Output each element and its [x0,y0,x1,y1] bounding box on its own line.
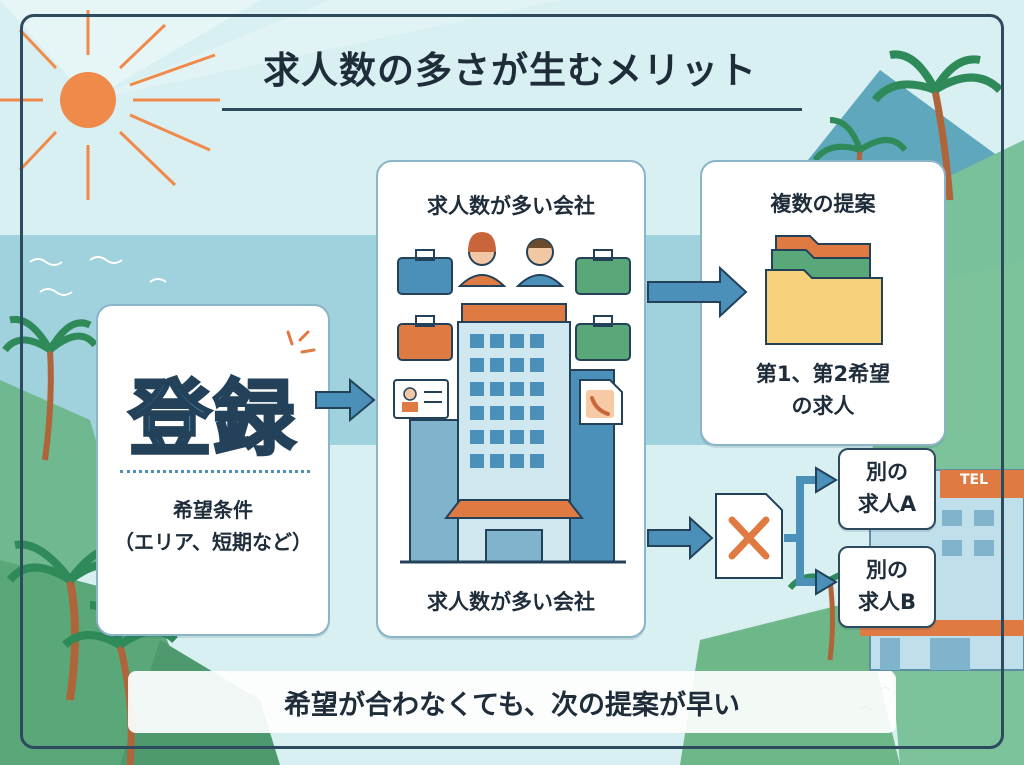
company-illustration [393,232,631,564]
hotel-sign: TEL [960,472,989,488]
alternative-b-line2: 求人B [857,590,916,614]
page-title: 求人数の多さが生むメリット [263,49,757,92]
company-bottom-label: 求人数が多い会社 [427,590,595,614]
conditions-line2: （エリア、短期など） [114,530,312,554]
profile-card-icon [393,379,449,419]
rejected-document-icon [715,493,783,579]
palm-tree-icon [2,315,98,461]
proposal-line2: の求人 [791,394,855,418]
person-woman-icon [457,232,507,287]
conditions-line1: 希望条件 [173,498,253,522]
dotted-divider [120,470,310,473]
title-underline [222,108,802,111]
briefcase-icon [397,315,453,361]
person-man-icon [515,238,565,287]
briefcase-icon [397,249,453,295]
briefcase-icon [575,315,631,361]
register-label: 登録 [127,371,297,469]
alternative-b-line1: 別の [866,558,908,582]
alternative-job-b: 別の 求人B [838,546,936,628]
proposal-line1: 第1、第2希望 [755,362,891,386]
proposal-title: 複数の提案 [770,192,876,216]
arrow-right-icon [647,515,714,561]
frame-border [20,14,1004,749]
company-top-label: 求人数が多い会社 [427,194,595,218]
bottom-message: 希望が合わなくても、次の提案が早い [283,690,741,721]
alternative-a-line2: 求人A [857,492,917,516]
briefcase-icon [575,249,631,295]
register-card: 登録 希望条件 （エリア、短期など） [96,304,330,636]
alternative-job-a: 別の 求人A [838,448,936,530]
arrow-right-icon [315,377,376,423]
phone-document-icon [579,379,623,425]
alternative-a-line1: 別の [866,460,908,484]
bottom-message-bar: 希望が合わなくても、次の提案が早い [128,671,896,733]
folder-icon [765,235,883,345]
arrow-right-icon [647,265,748,319]
branch-arrows [784,466,838,596]
sparkle-icon [286,330,316,354]
